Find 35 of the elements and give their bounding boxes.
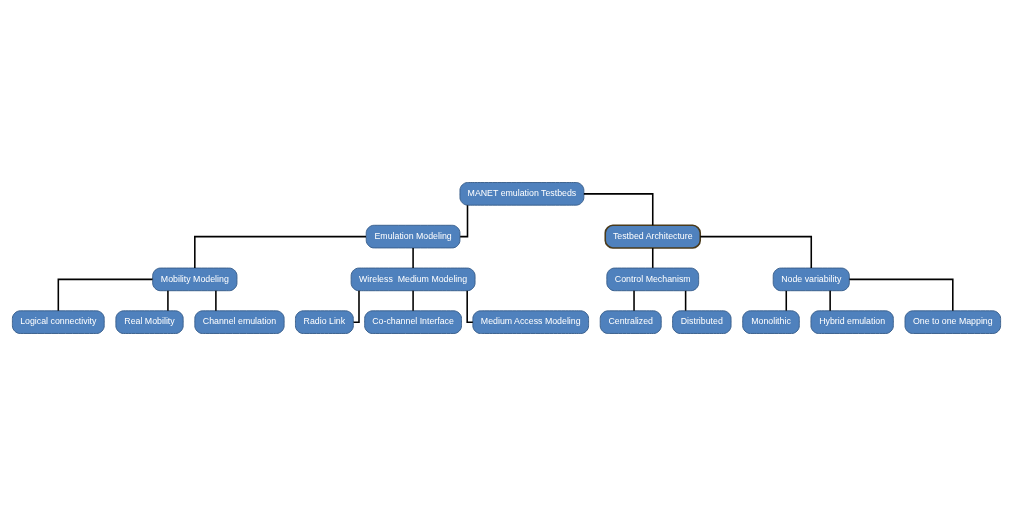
node-box: MANET emulation Testbeds bbox=[459, 182, 585, 206]
connector bbox=[57, 278, 154, 312]
node-box: Emulation Modeling bbox=[365, 224, 461, 249]
connector bbox=[785, 290, 788, 312]
connector bbox=[829, 290, 831, 312]
node-box: One to one Mapping bbox=[904, 310, 1002, 334]
node-box: Logical connectivity bbox=[11, 310, 105, 334]
node-box: Centralized bbox=[599, 310, 662, 334]
node-box: Monolithic bbox=[742, 310, 800, 334]
connector bbox=[848, 278, 954, 312]
connector bbox=[583, 193, 654, 226]
node-box: Real Mobility bbox=[115, 310, 184, 334]
node-box: Co-channel Interface bbox=[364, 310, 462, 334]
node-box: Channel emulation bbox=[194, 310, 285, 334]
node-box: Hybrid emulation bbox=[810, 310, 894, 334]
connector bbox=[699, 235, 813, 269]
node-box: Control Mechanism bbox=[606, 267, 700, 292]
connector bbox=[412, 290, 414, 312]
connector bbox=[352, 290, 360, 323]
connector bbox=[684, 290, 687, 312]
node-box: Medium Access Modeling bbox=[472, 310, 590, 334]
connector bbox=[466, 290, 474, 323]
connector bbox=[651, 247, 654, 269]
node-box: Node variability bbox=[772, 267, 850, 292]
connector bbox=[167, 290, 169, 312]
connector bbox=[412, 247, 414, 269]
connector bbox=[459, 204, 469, 238]
connector bbox=[633, 290, 635, 312]
node-box: Wireless Medium Modeling bbox=[350, 267, 476, 292]
connector bbox=[215, 290, 217, 312]
node-box: Mobility Modeling bbox=[152, 267, 238, 292]
node-box: Testbed Architecture bbox=[604, 224, 702, 249]
node-box: Radio Link bbox=[295, 310, 354, 334]
connector bbox=[194, 235, 367, 269]
node-box: Distributed bbox=[672, 310, 732, 334]
